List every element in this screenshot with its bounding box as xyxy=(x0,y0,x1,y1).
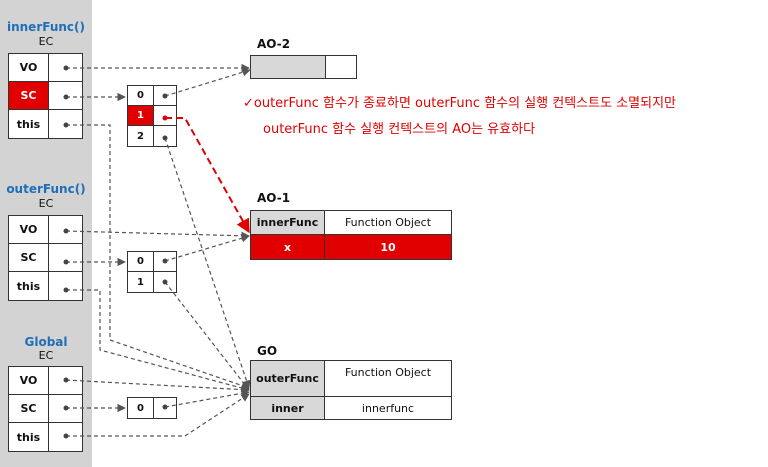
dot-chain-2 xyxy=(162,135,168,141)
inner-sc-index-1: 1 xyxy=(128,106,154,125)
arrow-outer-vo-ao1 xyxy=(65,230,250,240)
dot-global-vo xyxy=(63,377,69,383)
outer-ec-vo-key: VO xyxy=(9,216,49,243)
dot-outer-chain-1 xyxy=(162,279,168,285)
outer-sc-index-0: 0 xyxy=(128,252,154,271)
ao2-title: AO-2 xyxy=(257,37,291,51)
inner-sc-row-2: 2 xyxy=(128,126,176,146)
inner-ec-this-row: this xyxy=(9,110,82,138)
dot-chain-1-red xyxy=(162,115,168,121)
outer-ec-sc-value xyxy=(49,244,82,271)
dot-outer-vo xyxy=(63,228,69,234)
global-ec-title: Global xyxy=(24,335,68,349)
arrow-outer-chain1-go xyxy=(164,281,250,391)
outer-ec-sc-key: SC xyxy=(9,244,49,271)
global-sc-row-0: 0 xyxy=(128,398,176,418)
outer-ec-this-value xyxy=(49,272,82,300)
outer-scope-chain: 0 1 xyxy=(127,251,177,293)
ao1-row-innerfunc: innerFunc Function Object xyxy=(251,211,451,235)
go-key-inner: inner xyxy=(251,397,325,419)
global-sc-index-0: 0 xyxy=(128,398,154,418)
note-line-1: ✓outerFunc 함수가 종료하면 outerFunc 함수의 실행 컨텍스… xyxy=(243,96,676,111)
inner-ec-this-key: this xyxy=(9,110,49,138)
ao1-object: innerFunc Function Object x 10 xyxy=(250,210,452,260)
go-key-outerfunc: outerFunc xyxy=(251,361,325,396)
inner-ec-title: innerFunc() xyxy=(6,20,86,34)
ao1-title: AO-1 xyxy=(257,191,291,205)
go-value-outerfunc: Function Object xyxy=(344,366,432,379)
inner-ec-subtitle: EC xyxy=(38,35,54,48)
inner-sc-row-0: 0 xyxy=(128,86,176,106)
go-row-outerfunc: outerFunc Function Object xyxy=(251,361,451,397)
ao1-value-x: 10 xyxy=(325,235,451,259)
ao2-cell-empty-key xyxy=(251,56,326,78)
dot-outer-this xyxy=(63,287,69,293)
arrow-chain1-ao1-highlight xyxy=(165,117,250,234)
dot-chain-0 xyxy=(162,93,168,99)
ao1-key-x: x xyxy=(251,235,325,259)
dot-inner-vo xyxy=(63,65,69,71)
global-ec-vo-key: VO xyxy=(9,367,49,394)
outer-ec-sc-row: SC xyxy=(9,244,82,272)
inner-sc-index-2: 2 xyxy=(128,126,154,146)
global-object: outerFunc Function Object inner innerfun… xyxy=(250,360,452,420)
outer-sc-index-1: 1 xyxy=(128,272,154,292)
inner-sc-index-0: 0 xyxy=(128,86,154,105)
go-title: GO xyxy=(257,344,278,358)
dot-inner-this xyxy=(63,122,69,128)
global-ec-subtitle: EC xyxy=(38,349,54,362)
arrow-chain0-ao2 xyxy=(164,68,251,97)
arrow-outer-chain0-ao1 xyxy=(164,234,250,262)
ao1-value-innerfunc: Function Object xyxy=(344,216,432,229)
outer-ec-this-key: this xyxy=(9,272,49,300)
arrow-outer-this-go xyxy=(66,289,250,393)
outer-ec-title: outerFunc() xyxy=(6,182,86,196)
inner-ec-vo-key: VO xyxy=(9,54,49,81)
dot-outer-sc xyxy=(63,259,69,265)
outer-sc-row-0: 0 xyxy=(128,252,176,272)
dot-global-this xyxy=(63,433,69,439)
ao1-row-x: x 10 xyxy=(251,235,451,259)
ao1-key-innerfunc: innerFunc xyxy=(251,211,325,234)
note-line-2: outerFunc 함수 실행 컨텍스트의 AO는 유효하다 xyxy=(263,122,536,137)
global-ec-sc-key: SC xyxy=(9,395,49,422)
arrow-global-vo-go xyxy=(65,379,250,394)
go-row-inner: inner innerfunc xyxy=(251,397,451,419)
inner-ec-sc-key: SC xyxy=(9,82,49,109)
dot-global-sc xyxy=(63,405,69,411)
arrow-chain2-go xyxy=(164,137,251,389)
arrow-global-this-go xyxy=(66,393,250,437)
outer-sc-row-1: 1 xyxy=(128,272,176,292)
arrow-inner-this-go xyxy=(66,124,250,390)
ao2-object xyxy=(250,55,357,79)
dot-outer-chain-0 xyxy=(162,258,168,264)
dot-global-chain-0 xyxy=(162,404,168,410)
outer-ec-this-row: this xyxy=(9,272,82,300)
outer-ec-subtitle: EC xyxy=(38,197,54,210)
dot-inner-sc xyxy=(63,94,69,100)
global-scope-chain: 0 xyxy=(127,397,177,419)
inner-sc-row-1: 1 xyxy=(128,106,176,126)
go-value-inner: innerfunc xyxy=(361,401,415,415)
arrow-global-chain0-go xyxy=(164,389,250,408)
global-ec-this-key: this xyxy=(9,423,49,451)
